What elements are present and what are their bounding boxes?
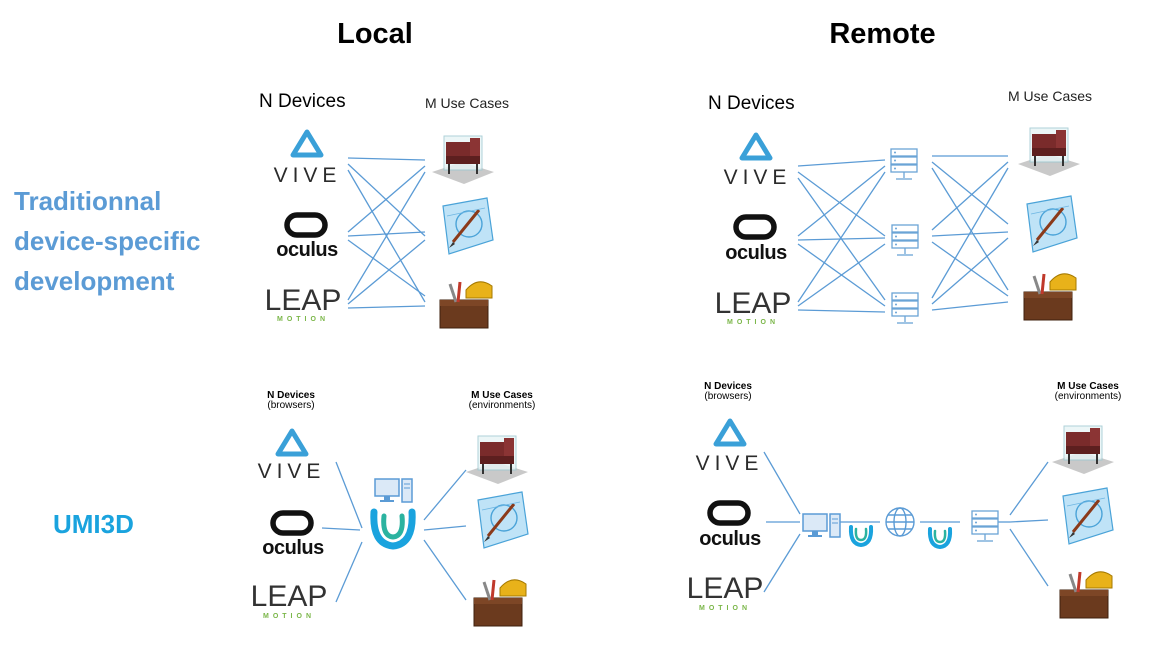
motion-wordmark: MOTION — [263, 613, 315, 620]
oculus-wordmark: oculus — [276, 239, 338, 261]
server-icon — [891, 224, 919, 256]
environments-mini: (environments) — [1054, 391, 1122, 402]
n-devices-label: N Devices — [259, 91, 346, 112]
vive-logo-icon — [290, 129, 324, 158]
oculus-logo-icon — [270, 510, 314, 536]
toolbox-icon — [473, 579, 527, 627]
column-title-local: Local — [337, 18, 413, 50]
armchair-icon — [466, 435, 528, 484]
motion-wordmark: MOTION — [727, 319, 779, 326]
n-devices-label-remote: N Devices — [708, 93, 795, 114]
toolbox-icon — [439, 281, 493, 329]
row-title-line-2: device-specific — [14, 226, 201, 256]
row-title-line-1: Traditionnal — [14, 186, 162, 216]
armchair-icon — [1018, 127, 1080, 176]
umi3d-logo-icon — [927, 527, 953, 550]
browsers-mini: (browsers) — [704, 391, 752, 402]
leap-wordmark: LEAP — [714, 287, 792, 320]
umi3d-logo-icon — [848, 525, 874, 548]
n-devices-browsers-label-remote: N Devices (browsers) — [699, 382, 757, 402]
browsers-mini: (browsers) — [267, 400, 315, 411]
row-title-umi3d: UMI3D — [53, 509, 134, 539]
blueprint-icon — [1062, 487, 1114, 545]
row-title-traditional: Traditionnal device-specific development — [14, 181, 200, 301]
m-use-cases-label: M Use Cases — [425, 95, 510, 111]
n-devices-mini: N Devices — [267, 390, 315, 401]
vive-wordmark: VIVE — [257, 460, 326, 483]
vive-wordmark: VIVE — [723, 166, 792, 189]
oculus-wordmark: oculus — [262, 537, 324, 559]
m-use-cases-label-remote: M Use Cases — [1008, 88, 1093, 104]
column-title-remote: Remote — [829, 18, 936, 50]
toolbox-icon — [1023, 273, 1077, 321]
umi3d-logo-icon — [370, 508, 416, 550]
oculus-logo-icon — [733, 214, 777, 240]
n-devices-mini: N Devices — [704, 381, 752, 392]
armchair-icon — [1052, 425, 1114, 474]
oculus-logo-icon — [707, 500, 751, 526]
vive-logo-icon — [275, 428, 309, 457]
m-use-cases-mini: M Use Cases — [471, 390, 533, 401]
motion-wordmark: MOTION — [699, 605, 751, 612]
m-use-cases-mini: M Use Cases — [1057, 381, 1119, 392]
m-use-cases-environments-label-remote: M Use Cases (environments) — [1052, 382, 1124, 402]
blueprint-icon — [477, 491, 529, 549]
server-icon — [971, 510, 999, 542]
oculus-logo-icon — [284, 212, 328, 238]
armchair-icon — [432, 135, 494, 184]
vive-logo-icon — [713, 418, 747, 447]
motion-wordmark: MOTION — [277, 316, 329, 323]
vive-wordmark: VIVE — [273, 164, 342, 187]
m-use-cases-environments-label: M Use Cases (environments) — [466, 391, 538, 411]
vive-logo-icon — [739, 132, 773, 161]
blueprint-icon — [442, 197, 494, 255]
row-title-line-3: development — [14, 266, 175, 296]
blueprint-icon — [1026, 195, 1078, 253]
toolbox-icon — [1059, 571, 1113, 619]
server-icon — [891, 292, 919, 324]
server-icon — [890, 148, 918, 180]
leap-wordmark: LEAP — [250, 580, 328, 613]
leap-wordmark: LEAP — [264, 284, 342, 317]
computer-icon — [802, 513, 841, 538]
environments-mini: (environments) — [468, 400, 536, 411]
leap-wordmark: LEAP — [686, 572, 764, 605]
vive-wordmark: VIVE — [695, 452, 764, 475]
oculus-wordmark: oculus — [725, 242, 787, 264]
oculus-wordmark: oculus — [699, 528, 761, 550]
n-devices-browsers-label: N Devices (browsers) — [262, 391, 320, 411]
computer-icon — [374, 478, 413, 503]
globe-icon — [885, 507, 915, 537]
